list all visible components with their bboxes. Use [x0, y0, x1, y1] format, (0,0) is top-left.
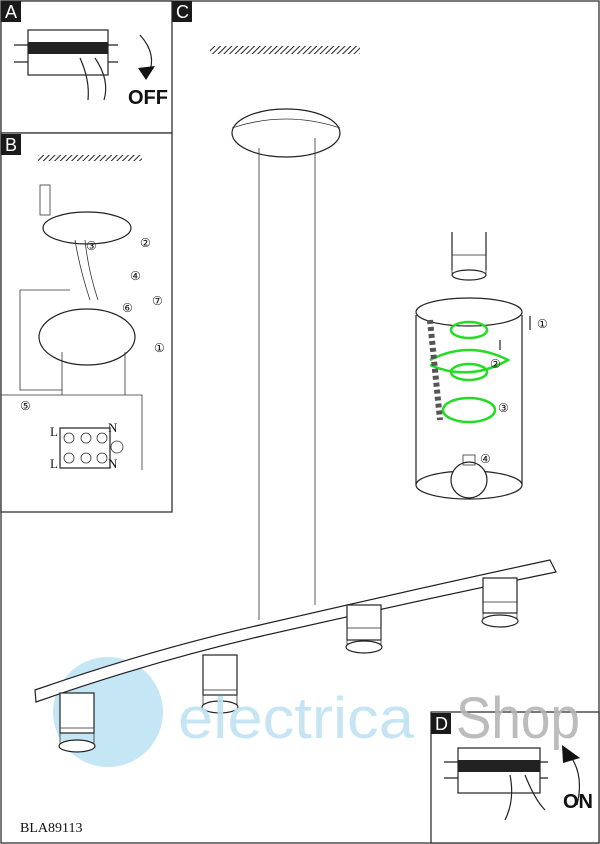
ceiling-canopy	[231, 108, 341, 158]
panel-d: D ON	[430, 711, 600, 844]
spotlight	[345, 604, 383, 654]
shade-assembly-detail: ① ② ③ ④	[415, 232, 548, 500]
hand-icon	[79, 57, 107, 101]
terminal-neutral-top: N	[108, 420, 118, 435]
watermark-text-1: electrica	[178, 686, 415, 751]
hand-icon	[504, 774, 546, 821]
shade-step-3: ③	[498, 401, 509, 415]
terminal-live-top: L	[50, 424, 58, 439]
terminal-neutral-bottom: N	[108, 456, 118, 471]
switch-on-text: ON	[563, 791, 593, 813]
lamp-bar	[34, 559, 557, 703]
ceiling-hatch	[210, 46, 360, 54]
shade-step-4: ④	[480, 452, 491, 466]
panel-c-label: C	[176, 2, 189, 22]
switch-off-text: OFF	[128, 87, 168, 109]
step-6: ⑥	[122, 301, 133, 315]
screwdriver-icon	[39, 184, 51, 216]
step-3: ③	[86, 239, 97, 253]
step-5: ⑤	[20, 399, 31, 413]
step-1: ①	[154, 341, 165, 355]
step-2: ②	[140, 236, 151, 250]
model-code: BLA89113	[20, 821, 82, 836]
panel-a: A OFF	[0, 0, 173, 134]
canopy-plate	[38, 308, 136, 366]
panel-a-label: A	[5, 2, 17, 22]
mounting-bracket	[42, 211, 132, 245]
panel-c: C	[20, 1, 557, 836]
spotlight	[58, 692, 96, 753]
panel-b: B ③ ② ④ ⑥ ⑦ ① ⑤ L L N N	[0, 132, 173, 513]
spotlight	[201, 654, 239, 714]
panel-d-label: D	[435, 714, 448, 734]
watermark: electrica Shop	[178, 686, 580, 751]
shade-step-1: ①	[537, 317, 548, 331]
terminal-block-icon	[59, 427, 124, 469]
panel-b-label: B	[5, 135, 17, 155]
circuit-breaker-icon	[444, 747, 548, 821]
step-4: ④	[130, 269, 141, 283]
circuit-breaker-icon	[14, 29, 118, 101]
step-7: ⑦	[152, 294, 163, 308]
bulb-icon	[450, 461, 488, 499]
shade-step-2: ②	[490, 357, 501, 371]
spotlight	[481, 577, 519, 628]
terminal-live-bottom: L	[50, 456, 58, 471]
watermark-text-2: Shop	[456, 686, 580, 751]
panel-c-label-bg	[172, 1, 192, 22]
earth-icon	[110, 440, 124, 454]
